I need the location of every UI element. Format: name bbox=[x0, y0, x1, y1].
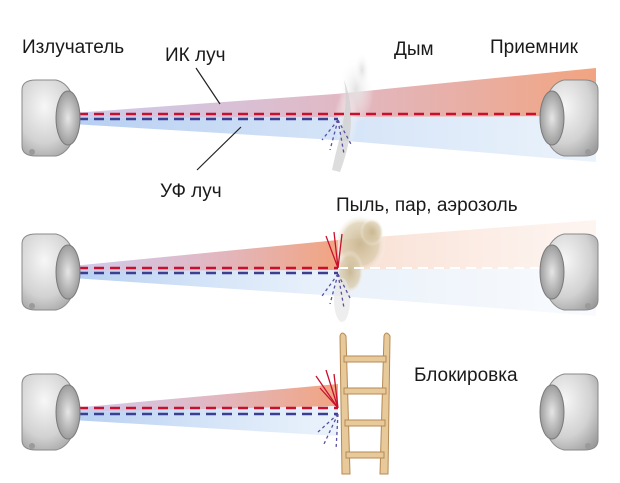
receiver-label: Приемник bbox=[490, 37, 578, 58]
ir-beam-row1 bbox=[72, 68, 596, 118]
uv-scatter-row1 bbox=[321, 119, 353, 155]
uv-scatter-row3 bbox=[317, 413, 339, 451]
ir-reflect-row3 bbox=[315, 369, 339, 409]
row-dust bbox=[21, 214, 599, 322]
smoke-label: Дым bbox=[394, 39, 434, 60]
emitter-device-row3 bbox=[21, 373, 81, 451]
uv-beam-row2-faded bbox=[338, 268, 596, 316]
emitter-label: Излучатель bbox=[22, 37, 125, 58]
ir-beam-row3 bbox=[72, 384, 338, 412]
uv-beam-label: УФ луч bbox=[160, 181, 222, 202]
row-smoke bbox=[21, 52, 599, 172]
ir-beam-label: ИК луч bbox=[165, 45, 226, 66]
dust-cloud bbox=[334, 214, 386, 322]
receiver-device bbox=[539, 79, 599, 157]
ir-beam-row2 bbox=[72, 240, 338, 271]
receiver-device-row2 bbox=[539, 233, 599, 311]
dust-label: Пыль, пар, аэрозоль bbox=[336, 195, 518, 216]
blocking-label: Блокировка bbox=[414, 365, 518, 386]
receiver-device-row3 bbox=[539, 373, 599, 451]
uv-beam-row2 bbox=[72, 270, 338, 296]
ir-reflect-row2 bbox=[325, 231, 343, 269]
emitter-device-row2 bbox=[21, 233, 81, 311]
uv-leader bbox=[196, 126, 242, 171]
row-blocking bbox=[21, 332, 599, 475]
smoke-plume bbox=[332, 52, 374, 172]
ir-leader bbox=[195, 67, 221, 105]
ladder bbox=[339, 332, 391, 475]
emitter-device bbox=[21, 79, 81, 157]
ir-beam-row2-faded bbox=[338, 220, 596, 270]
uv-scatter-row2 bbox=[321, 273, 351, 309]
uv-beam-row1 bbox=[72, 116, 596, 162]
